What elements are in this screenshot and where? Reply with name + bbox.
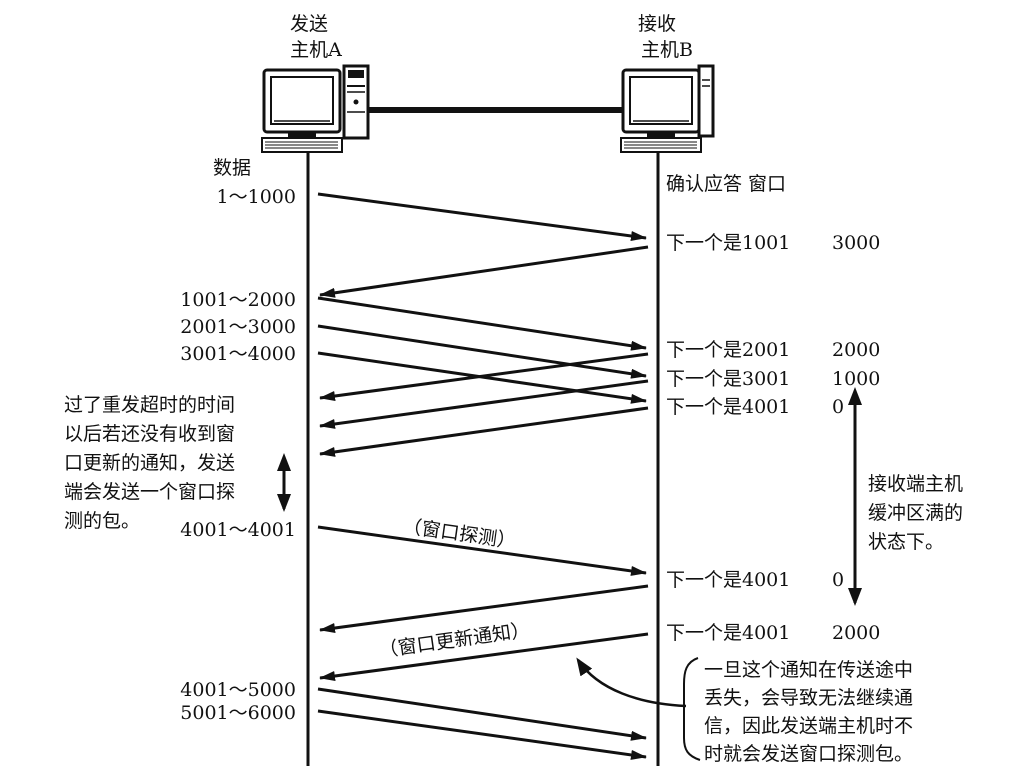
ack-arrow-2 <box>319 352 649 401</box>
bottom-note-line1: 一旦这个通知在传送途中 <box>704 659 913 681</box>
host-a-label-line2: 主机A <box>290 39 342 61</box>
ack-label-2: 下一个是2001 <box>666 339 790 361</box>
host-b-label-line2: 主机B <box>641 39 693 61</box>
ack-window-2: 2000 <box>832 339 880 361</box>
right-note-line1: 接收端主机 <box>868 473 963 495</box>
ack-arrow-1 <box>319 245 649 298</box>
data-arrow-3 <box>317 324 647 379</box>
ack-arrow-5 <box>319 584 649 633</box>
host-b-computer-icon <box>620 64 715 153</box>
left-note-line5: 测的包。 <box>64 510 140 532</box>
ack-window-1: 3000 <box>832 232 880 254</box>
data-label-2: 1001～2000 <box>180 289 296 311</box>
left-note-line1: 过了重发超时的时间 <box>64 394 235 416</box>
host-b-label-line1: 接收 <box>638 13 676 35</box>
data-label-3: 2001～3000 <box>180 316 296 338</box>
data-label-4: 3001～4000 <box>180 343 296 365</box>
data-column-header: 数据 <box>213 157 251 179</box>
host-a-label-line1: 发送 <box>290 13 328 35</box>
ack-window-5: 0 <box>832 569 844 591</box>
ack-label-1: 下一个是1001 <box>666 232 790 254</box>
data-arrow-6 <box>317 709 647 760</box>
right-note-line3: 状态下。 <box>868 531 944 553</box>
bottom-note-line4: 时就会发送窗口探测包。 <box>704 743 913 765</box>
data-label-6: 4001～5000 <box>180 679 296 701</box>
ack-window-4: 0 <box>832 396 844 418</box>
ack-label-6: 下一个是4001 <box>666 622 790 644</box>
ack-window-3: 1000 <box>832 368 880 390</box>
left-note-line2: 以后若还没有收到窗 <box>64 423 235 445</box>
ack-label-3: 下一个是3001 <box>666 368 790 390</box>
left-note-line4: 端会发送一个窗口探 <box>64 481 235 503</box>
ack-label-4: 下一个是4001 <box>666 396 790 418</box>
window-update-label: （窗口更新通知） <box>378 619 532 662</box>
ack-window-column-header: 确认应答 窗口 <box>666 173 786 195</box>
right-note-line2: 缓冲区满的 <box>868 502 963 524</box>
left-note-line3: 口更新的通知，发送 <box>64 452 235 474</box>
lost-notification-pointer-arrow <box>576 657 687 708</box>
ack-window-6: 2000 <box>832 622 880 644</box>
probe-arrow <box>317 525 647 576</box>
data-label-7: 5001～6000 <box>180 702 296 724</box>
host-a-computer-icon <box>261 64 370 153</box>
data-label-1: 1～1000 <box>217 186 296 208</box>
bottom-note-line2: 丢失，会导致无法继续通 <box>704 687 913 709</box>
data-arrow-2 <box>317 296 647 351</box>
bottom-note-bracket <box>683 657 701 761</box>
data-label-5: 4001～4001 <box>180 519 296 541</box>
ack-arrow-3 <box>319 379 649 429</box>
ack-arrow-4 <box>319 406 649 457</box>
ack-label-5: 下一个是4001 <box>666 569 790 591</box>
data-arrow-1 <box>317 192 647 241</box>
bottom-note-line3: 信，因此发送端主机时不 <box>704 715 913 737</box>
window-update-arrow <box>319 632 649 681</box>
data-arrow-5 <box>317 687 647 741</box>
